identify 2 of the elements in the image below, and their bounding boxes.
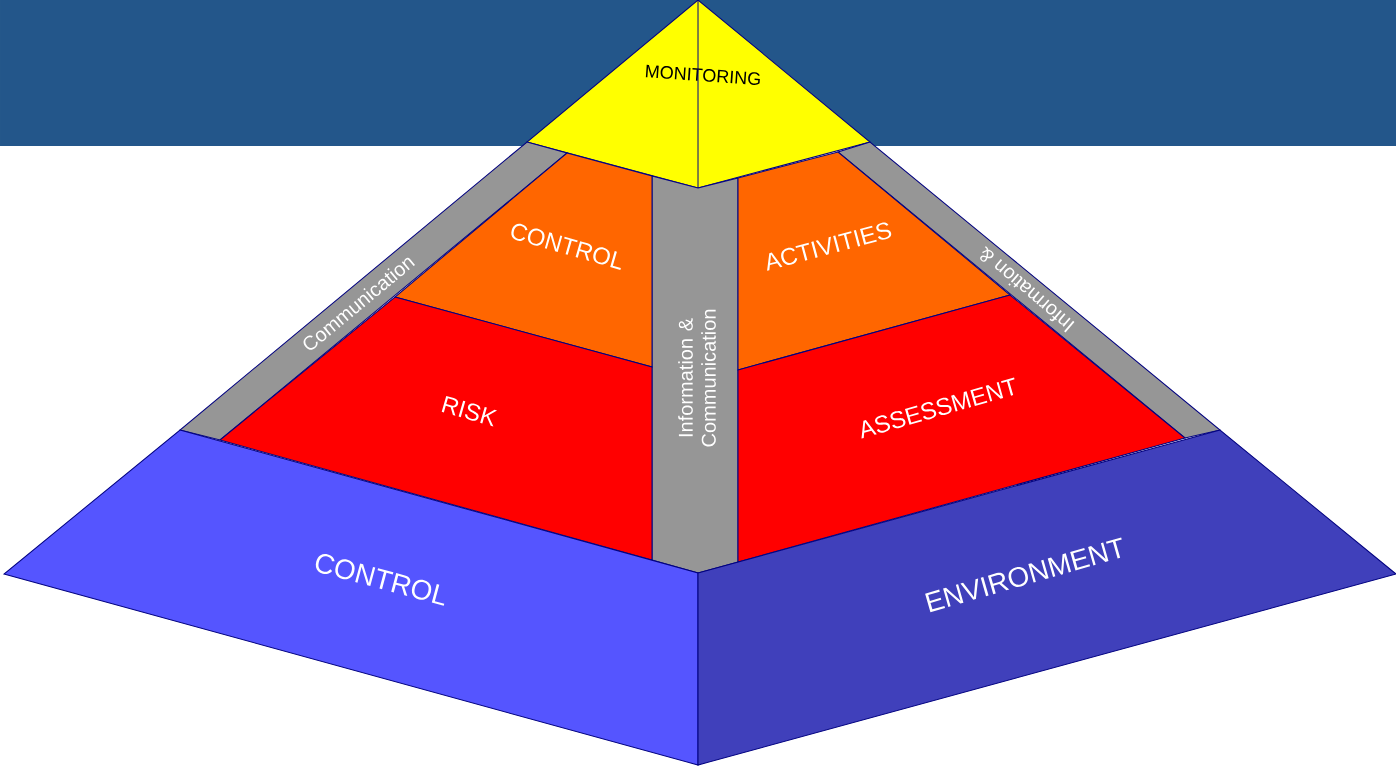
- pyramid-apex: MONITORING: [526, 0, 871, 189]
- center-band: Information & Communication: [651, 175, 739, 574]
